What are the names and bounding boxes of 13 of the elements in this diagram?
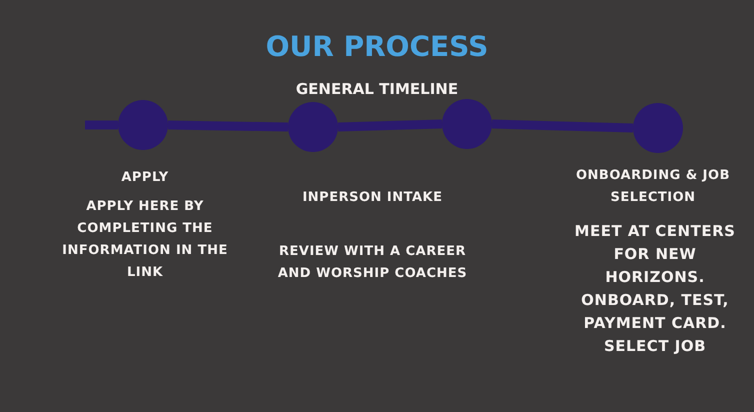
step-description: APPLY HERE BY COMPLETING THE INFORMATION IN THE LINK <box>61 198 229 282</box>
step-heading: ONBOARDING & JOB SELECTION <box>575 167 731 207</box>
step-description: REVIEW WITH A CAREER AND WORSHIP COACHES <box>276 243 468 283</box>
timeline-line <box>338 120 442 132</box>
timeline-line <box>85 120 118 130</box>
title: OUR PROCESS <box>264 30 490 63</box>
step-heading: APPLY <box>120 169 170 187</box>
step-description: MEET AT CENTERS FOR NEW HORIZONS. ONBOARD, TEST, PAYMENT CARD. SELECT JOB <box>574 221 736 357</box>
step-heading: INPERSON INTAKE <box>301 189 444 207</box>
subtitle: GENERAL TIMELINE <box>294 80 460 98</box>
timeline-dot <box>633 103 683 153</box>
timeline-line <box>168 120 288 132</box>
timeline-line <box>492 120 634 132</box>
